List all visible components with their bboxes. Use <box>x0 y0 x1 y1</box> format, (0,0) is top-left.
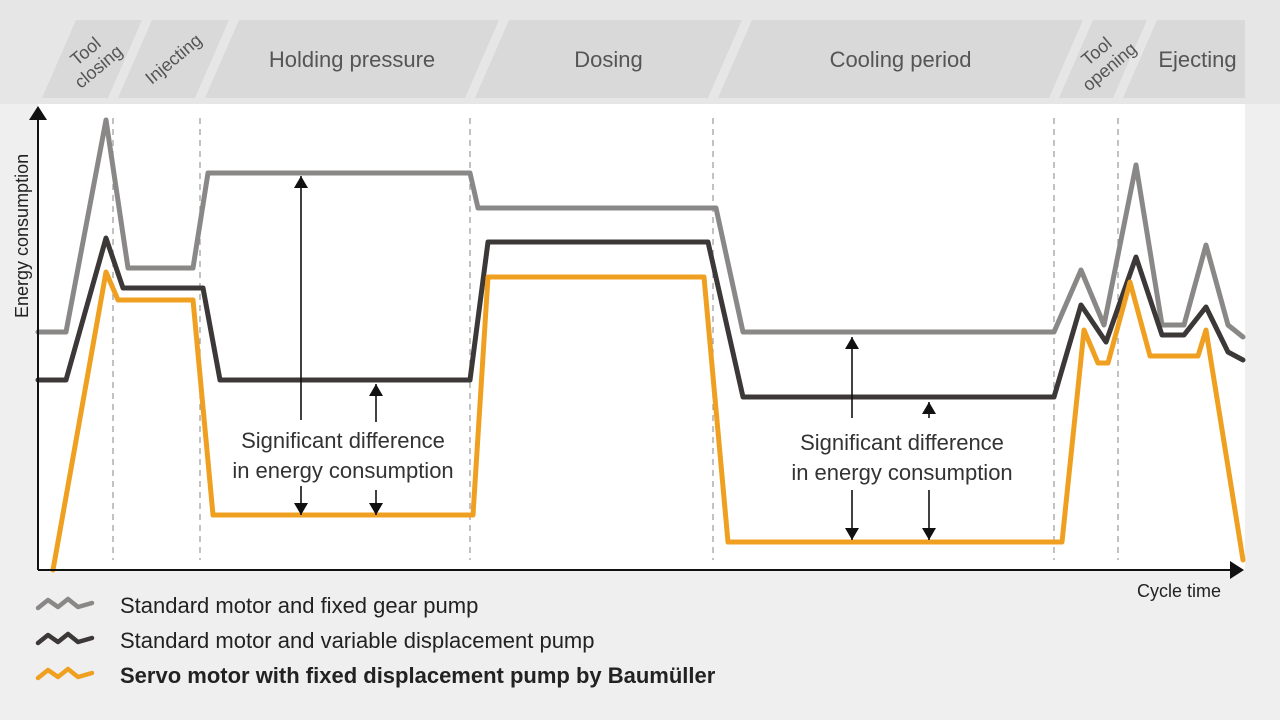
arrow-down-orange-left-head <box>294 503 308 515</box>
phase-dividers <box>112 118 1119 560</box>
phase-segment-ejecting <box>1123 20 1245 98</box>
plot-background <box>38 104 1245 570</box>
phase-segment-dosing <box>475 20 742 98</box>
phase-label: Cooling period <box>830 47 972 72</box>
legend-swatch <box>35 631 95 646</box>
legend-item-3: Servo motor with fixed displacement pump… <box>35 663 716 688</box>
series-line-3 <box>50 269 1246 573</box>
series-line-2 <box>35 235 1246 400</box>
phase-segment-tool-closing <box>42 20 142 98</box>
arrow-down-orange-right-head <box>845 528 859 540</box>
phase-segment-tool-opening <box>1059 20 1147 98</box>
legend-swatch <box>35 666 95 681</box>
phase-label: Ejecting <box>1158 47 1236 72</box>
arrow-down-orange-right-2-head <box>922 528 936 540</box>
phase-segment-cooling-period <box>718 20 1083 98</box>
phase-label: Dosing <box>574 47 642 72</box>
series-line-1 <box>35 117 1246 340</box>
legend-label: Standard motor and fixed gear pump <box>120 593 478 618</box>
phase-segment-injecting <box>118 20 229 98</box>
arrow-up-gray-left-head <box>294 176 308 188</box>
x-axis-label: Cycle time <box>1137 581 1221 601</box>
legend-item-1: Standard motor and fixed gear pump <box>35 593 478 618</box>
phase-label: Holding pressure <box>269 47 435 72</box>
arrow-down-orange-left-2-head <box>369 503 383 515</box>
arrow-up-dark-right-head <box>922 402 936 414</box>
y-axis-arrow <box>29 106 47 120</box>
series-lines <box>35 117 1246 573</box>
axes <box>29 106 1244 579</box>
legend: Standard motor and fixed gear pumpStanda… <box>35 593 716 688</box>
legend-item-2: Standard motor and variable displacement… <box>35 628 595 653</box>
legend-swatch <box>35 596 95 611</box>
legend-label: Standard motor and variable displacement… <box>120 628 595 653</box>
arrow-up-gray-right-head <box>845 337 859 349</box>
legend-label: Servo motor with fixed displacement pump… <box>120 663 716 688</box>
x-axis-arrow <box>1230 561 1244 579</box>
arrow-up-dark-left-head <box>369 384 383 396</box>
y-axis-label: Energy consumption <box>12 154 32 318</box>
phase-segment-holding-pressure <box>205 20 499 98</box>
